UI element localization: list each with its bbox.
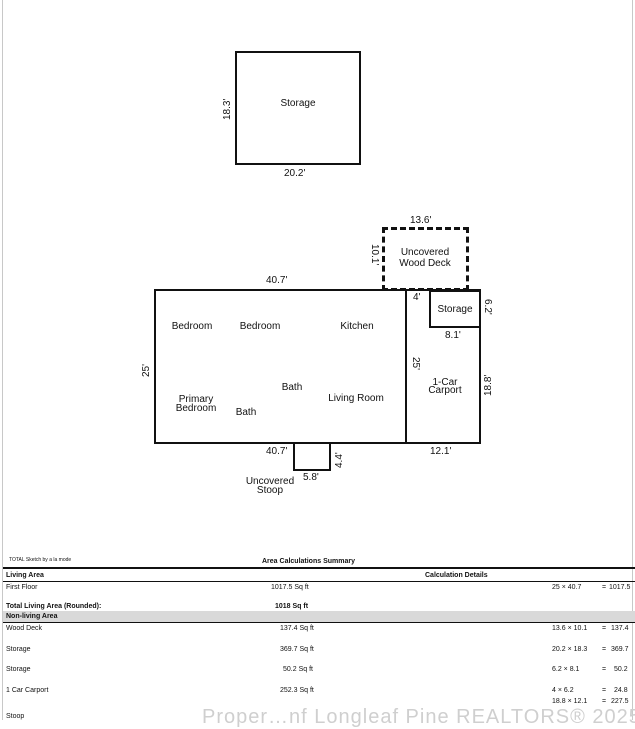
row-calc: 13.6 × 10.1 (552, 625, 588, 632)
calc-details-header: Calculation Details (425, 572, 488, 579)
row-label: Storage (6, 666, 31, 673)
row-result: 137.4 (611, 625, 629, 632)
stoop-label-line1: Uncovered (245, 476, 295, 487)
nonliving-header: Non-living Area (6, 613, 58, 620)
first-floor-result: 1017.5 (609, 584, 631, 591)
room-bath-2: Bath (235, 407, 257, 418)
stoop-height-dim: 4.4' (334, 452, 345, 468)
right-border (632, 0, 633, 720)
storage-small-width-dim: 8.1' (445, 330, 461, 341)
stoop-room (293, 442, 331, 471)
nonliving-band (3, 611, 635, 622)
room-bedroom-1: Bedroom (171, 321, 213, 332)
stoop-label-line2: Stoop (256, 485, 284, 496)
first-floor-area: 1017.5 Sq ft (271, 584, 309, 591)
carport-label-line1: 1-Car (432, 377, 458, 388)
deck-label-line2: Wood Deck (399, 258, 451, 269)
room-primary-line2: Bedroom (175, 403, 217, 414)
row-calc: 4 × 6.2 (552, 687, 574, 694)
row-result: 24.8 (614, 687, 628, 694)
room-kitchen: Kitchen (340, 321, 374, 332)
row-eq: = (602, 625, 607, 632)
carport-bottom-dim: 12.1' (430, 446, 452, 457)
row-area: 137.4 Sq ft (280, 625, 314, 632)
carport-right-dim: 18.8' (483, 374, 494, 396)
watermark-text: Proper…nf Longleaf Pine REALTORS® 2025 (202, 706, 635, 728)
summary-top-rule (3, 567, 635, 569)
house-left-dim: 25' (141, 363, 152, 377)
deck-height-dim: 10.1' (369, 244, 380, 266)
carport-4-dim: 4' (413, 292, 421, 303)
row-calc: 20.2 × 18.3 (552, 646, 588, 653)
row-label: Wood Deck (6, 625, 43, 632)
first-floor-eq: = (602, 584, 607, 591)
sketch-credit: TOTAL Sketch by a la mode (9, 557, 72, 563)
living-area-header: Living Area (6, 572, 44, 579)
row-calc: 6.2 × 8.1 (552, 666, 580, 673)
total-living-value: 1018 Sq ft (275, 603, 309, 610)
room-living: Living Room (328, 393, 384, 404)
living-header-rule (3, 581, 635, 582)
row-eq: = (602, 687, 607, 694)
first-floor-label: First Floor (6, 584, 38, 591)
carport-extra-calc: 18.8 × 12.1 (552, 698, 588, 705)
row-result: 369.7 (611, 646, 629, 653)
deck-width-dim: 13.6' (410, 215, 432, 226)
total-living-label: Total Living Area (Rounded): (6, 603, 102, 610)
house-bottom-dim: 40.7' (266, 446, 288, 457)
row-area: 369.7 Sq ft (280, 646, 314, 653)
deck-label-line1: Uncovered (400, 247, 450, 258)
carport-extra-eq: = (602, 698, 607, 705)
first-floor-calc: 25 × 40.7 (552, 584, 582, 591)
storage-small-room (429, 290, 481, 328)
room-bath-1: Bath (281, 382, 303, 393)
row-label: 1 Car Carport (6, 687, 49, 694)
row-result: 50.2 (614, 666, 628, 673)
row-area: 50.2 Sq ft (283, 666, 313, 673)
storage-top-height-dim: 18.3' (222, 98, 233, 120)
partial-row-label: Stoop (6, 713, 25, 720)
house-main (154, 289, 407, 444)
row-area: 252.3 Sq ft (280, 687, 314, 694)
row-eq: = (602, 646, 607, 653)
room-primary-line1: Primary (178, 394, 214, 405)
row-eq: = (602, 666, 607, 673)
row-label: Storage (6, 646, 31, 653)
summary-title: Area Calculations Summary (262, 558, 355, 565)
storage-small-label: Storage (437, 304, 473, 315)
carport-label-line2: Carport (428, 385, 462, 396)
house-top-dim: 40.7' (266, 275, 288, 286)
room-bedroom-2: Bedroom (239, 321, 281, 332)
storage-top-label: Storage (280, 98, 316, 109)
storage-top-room (235, 51, 361, 165)
stoop-width-dim: 5.8' (303, 472, 319, 483)
storage-small-height-dim: 6.2' (482, 299, 493, 315)
nonliving-rule (3, 622, 635, 623)
left-border (2, 0, 3, 720)
storage-top-width-dim: 20.2' (284, 168, 306, 179)
carport-extra-result: 227.5 (611, 698, 629, 705)
carport-left-dim: 25' (410, 357, 421, 371)
